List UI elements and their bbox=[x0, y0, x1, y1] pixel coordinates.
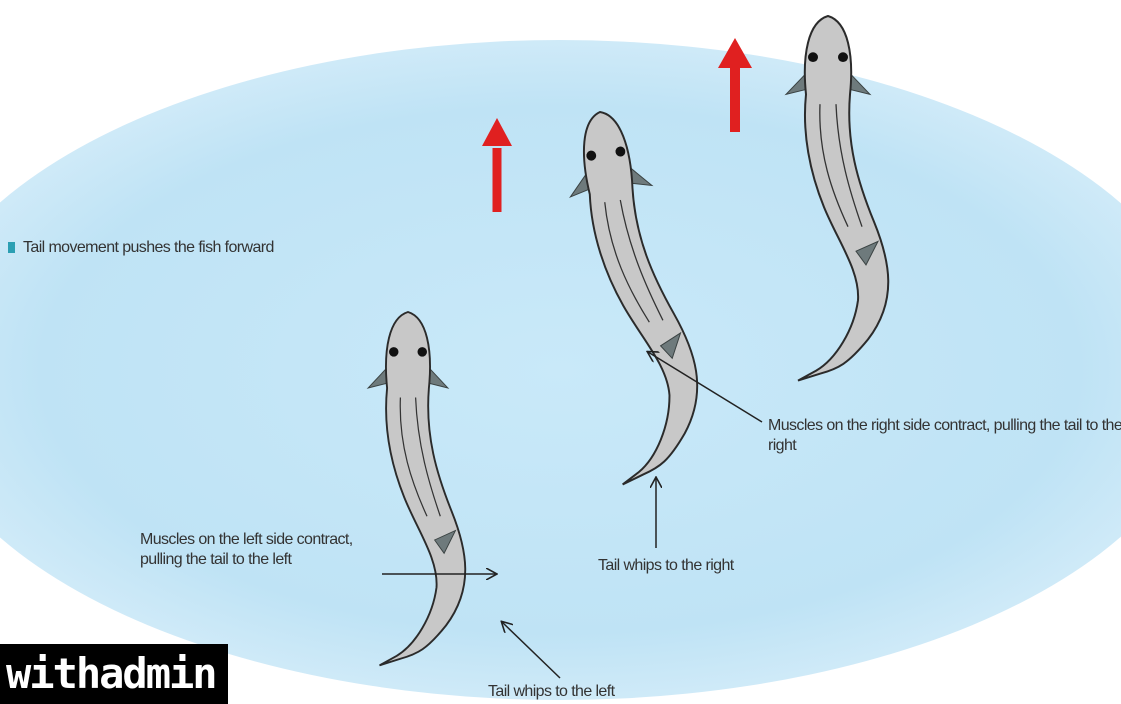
label-right-muscles: Muscles on the right side contract, pull… bbox=[768, 416, 1121, 456]
caption-text: Tail movement pushes the fish forward bbox=[23, 239, 274, 256]
label-tail-left: Tail whips to the left bbox=[488, 682, 728, 702]
label-left-muscles: Muscles on the left side contract, pulli… bbox=[140, 530, 390, 570]
label-tail-right: Tail whips to the right bbox=[598, 556, 858, 576]
watermark: withadmin bbox=[0, 644, 228, 704]
caption-marker-icon bbox=[8, 242, 15, 253]
diagram-caption: Tail movement pushes the fish forward bbox=[8, 238, 308, 258]
water-background bbox=[0, 40, 1121, 700]
